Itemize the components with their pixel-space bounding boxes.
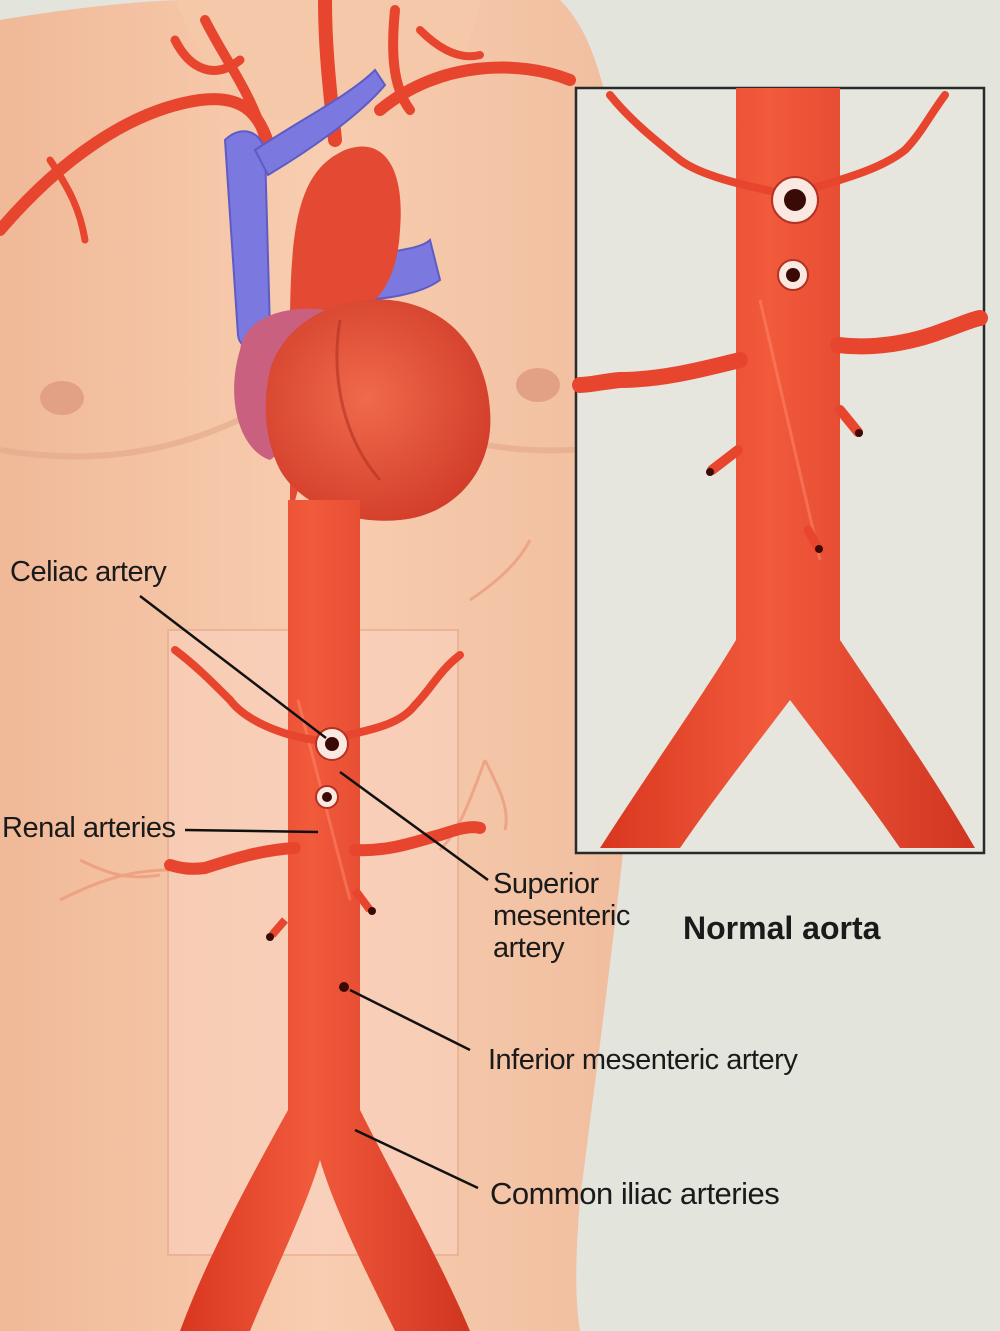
label-superior-mesenteric-artery: Superior mesenteric artery xyxy=(493,868,630,964)
heart xyxy=(265,299,491,521)
descending-aorta xyxy=(180,500,470,1331)
normal-aorta-inset xyxy=(572,86,988,855)
label-renal-arteries: Renal arteries xyxy=(2,812,176,844)
label-inferior-mesenteric-artery: Inferior mesenteric artery xyxy=(488,1044,798,1076)
label-common-iliac-arteries: Common iliac arteries xyxy=(490,1176,780,1211)
aortic-arch xyxy=(290,146,401,520)
inset-title: Normal aorta xyxy=(683,910,881,946)
left-nipple xyxy=(40,381,84,415)
right-nipple xyxy=(516,368,560,402)
label-celiac-artery: Celiac artery xyxy=(10,556,167,588)
leader-lines xyxy=(139,595,489,1190)
artery-ostia xyxy=(266,727,376,992)
